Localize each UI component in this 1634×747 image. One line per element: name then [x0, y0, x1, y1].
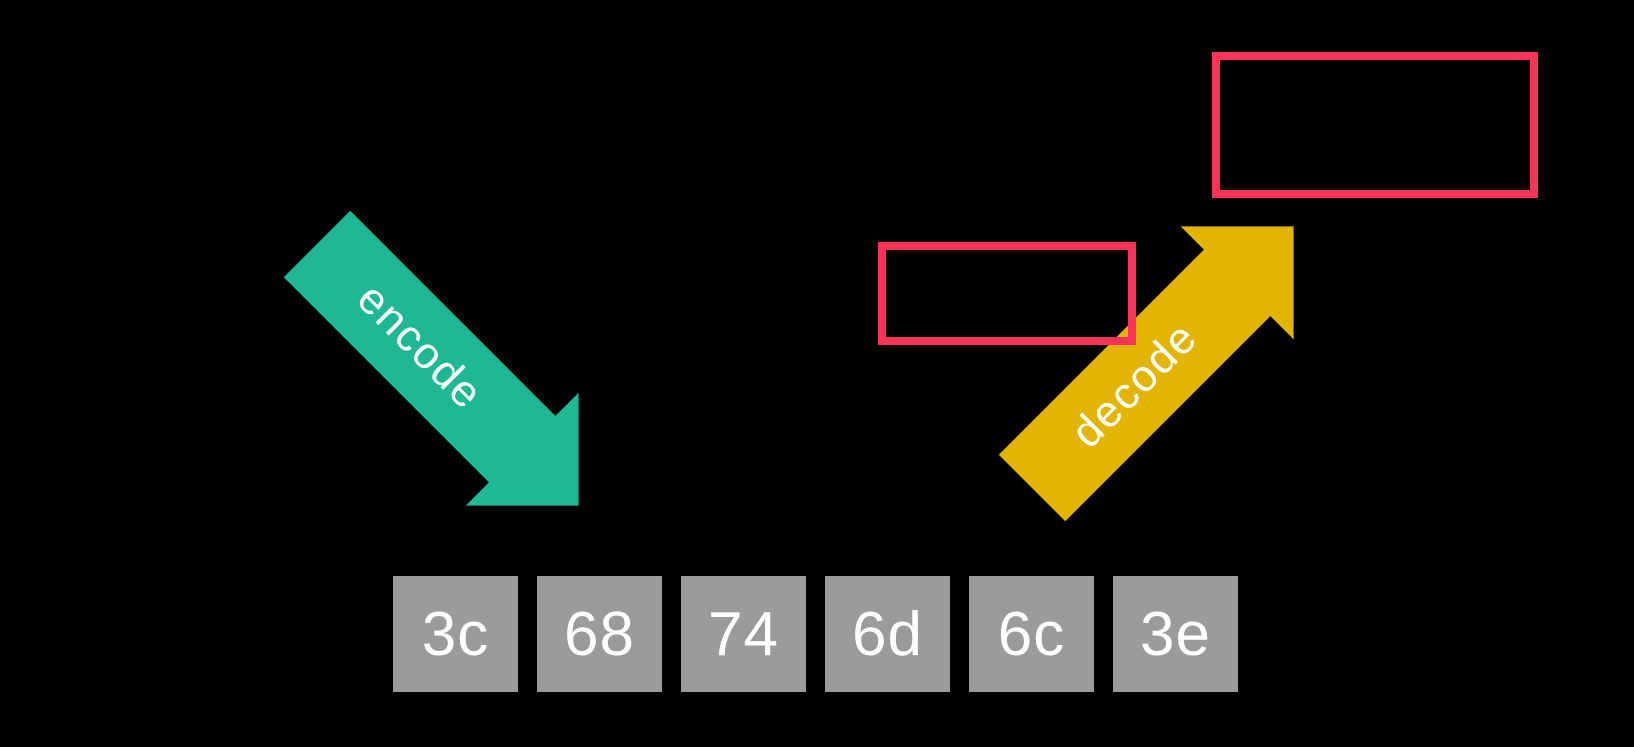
hex-byte-box: 3c — [393, 576, 518, 692]
hex-byte-box: 68 — [537, 576, 662, 692]
placeholder-box-top-right — [1212, 52, 1538, 198]
hex-byte-box: 3e — [1113, 576, 1238, 692]
hex-byte-row: 3c 68 74 6d 6c 3e — [393, 576, 1238, 692]
encode-arrow-label: encode — [347, 273, 493, 420]
decode-arrow: decode — [975, 170, 1350, 545]
encode-arrow-shaft: encode — [283, 210, 557, 484]
hex-byte-box: 74 — [681, 576, 806, 692]
encode-arrow: encode — [260, 187, 635, 562]
hex-byte-box: 6c — [969, 576, 1094, 692]
placeholder-box-middle — [878, 242, 1136, 345]
hex-byte-box: 6d — [825, 576, 950, 692]
